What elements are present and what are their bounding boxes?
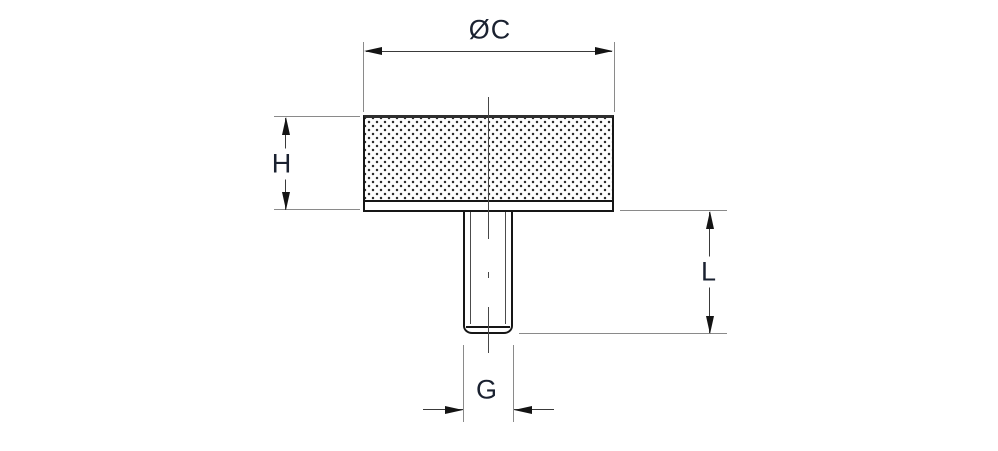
dimension-line (366, 51, 612, 52)
thread-minor-line-left (470, 212, 471, 324)
extension-line-bottom (274, 209, 360, 210)
centerline-dash-middle (488, 272, 489, 278)
extension-line-left (463, 345, 464, 422)
arrowhead-up-icon (706, 211, 714, 229)
dim-label-length-l: L (695, 256, 723, 288)
arrowhead-down-icon (282, 192, 290, 210)
arrowhead-right-icon (445, 406, 463, 414)
extension-line-right (513, 345, 514, 422)
centerline-segment-bottom (488, 307, 489, 353)
dim-label-thread-g: G (475, 374, 499, 405)
extension-line-top (620, 210, 727, 211)
arrowhead-down-icon (706, 316, 714, 334)
arrowhead-left-icon (514, 406, 532, 414)
extension-line-left (363, 42, 364, 112)
arrowhead-left-icon (364, 47, 382, 55)
dimension-line-left (423, 409, 463, 410)
dimension-line-right (514, 409, 554, 410)
arrowhead-right-icon (595, 47, 613, 55)
arrowhead-up-icon (282, 117, 290, 135)
dim-label-height-h: H (266, 148, 298, 180)
extension-line-right (614, 42, 615, 112)
centerline-segment-top (488, 97, 489, 239)
dim-label-diameter-c: ØC (463, 14, 517, 46)
extension-line-bottom (519, 333, 727, 334)
extension-line-top (274, 116, 360, 117)
thread-minor-line-right (505, 212, 506, 324)
